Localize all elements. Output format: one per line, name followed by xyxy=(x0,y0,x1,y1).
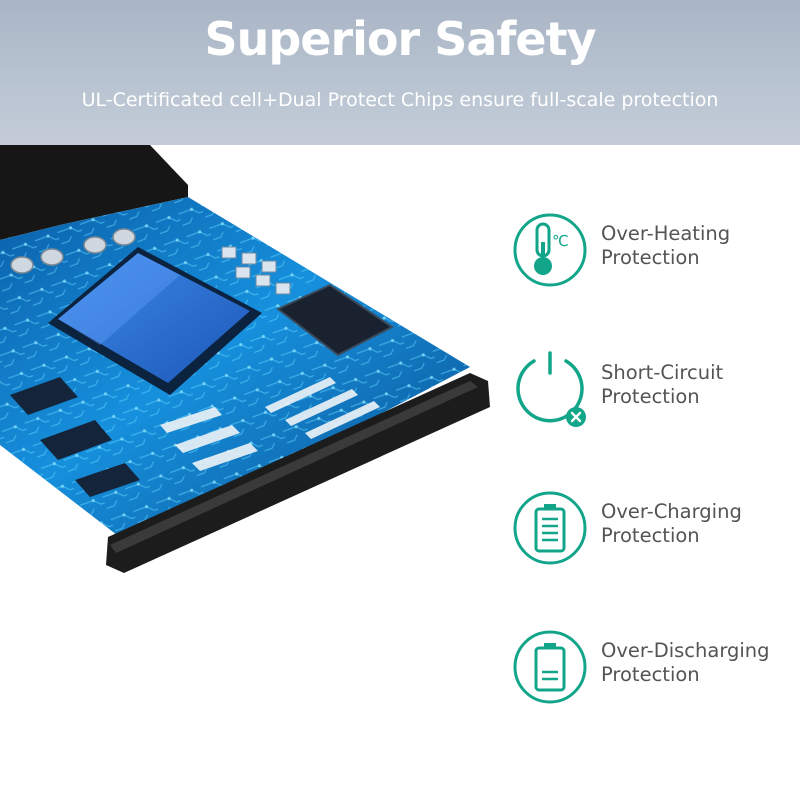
feature-short-circuit: Short-Circuit Protection xyxy=(512,351,800,431)
secondary-chip xyxy=(276,283,394,357)
power-icon xyxy=(516,351,586,427)
capacitors xyxy=(10,228,136,274)
header-banner: Superior Safety UL-Certificated cell+Dua… xyxy=(0,0,800,145)
main-chip xyxy=(48,247,262,395)
feature-title: Over-Discharging xyxy=(601,639,770,662)
feature-over-heating: ℃ Over-Heating Protection xyxy=(512,212,800,292)
feature-subtitle: Protection xyxy=(601,524,700,547)
feature-title: Over-Charging xyxy=(601,500,742,523)
feature-subtitle: Protection xyxy=(601,385,700,408)
feature-subtitle: Protection xyxy=(601,663,700,686)
page-subtitle: UL-Certificated cell+Dual Protect Chips … xyxy=(81,89,719,111)
circuit-board-illustration xyxy=(0,145,490,573)
battery-full-icon xyxy=(513,491,587,565)
page-title: Superior Safety xyxy=(204,12,596,66)
feature-title: Over-Heating xyxy=(601,222,731,245)
feature-over-discharging: Over-Discharging Protection xyxy=(512,629,800,709)
battery-top-panel xyxy=(0,145,188,240)
feature-title: Short-Circuit xyxy=(601,361,724,384)
thermometer-icon: ℃ xyxy=(513,213,587,287)
feature-over-charging: Over-Charging Protection xyxy=(512,490,800,570)
celsius-unit: ℃ xyxy=(552,232,569,250)
feature-subtitle: Protection xyxy=(601,246,700,269)
battery-low-icon xyxy=(513,630,587,704)
